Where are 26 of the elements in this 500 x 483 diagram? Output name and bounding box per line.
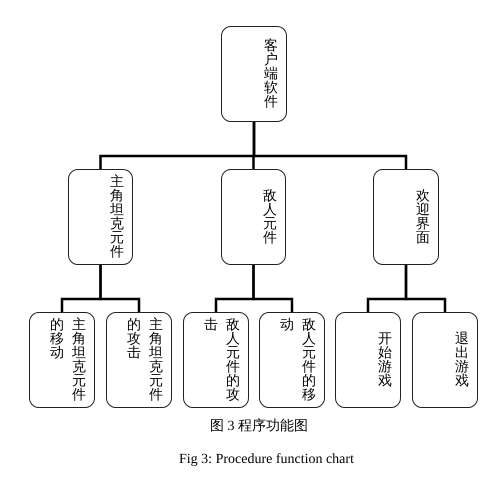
process-box — [412, 312, 478, 408]
node-label: 主角坦克元件的攻击 — [126, 318, 164, 402]
node-label: 敌人元件 — [262, 189, 278, 245]
process-box — [221, 26, 287, 122]
node-label: 敌人元件的移动 — [279, 318, 317, 402]
node-label: 退出游戏 — [454, 332, 470, 388]
node-label: 欢迎界面 — [415, 189, 431, 245]
process-box — [183, 312, 249, 408]
process-box — [221, 169, 286, 265]
process-box — [29, 312, 95, 408]
node-label: 敌人元件的攻击 — [203, 318, 241, 402]
process-box — [259, 312, 325, 408]
figure-caption: 图 3 程序功能图 — [210, 418, 308, 436]
connector-line — [252, 122, 408, 169]
connector-line — [99, 265, 140, 312]
node-label: 开始游戏 — [377, 332, 393, 388]
node-label: 主角坦克元件 — [109, 175, 125, 259]
process-box — [68, 169, 133, 265]
connector-line — [252, 265, 294, 312]
process-box — [373, 169, 439, 265]
node-label: 客户端软件 — [263, 39, 279, 109]
process-box — [106, 312, 172, 408]
node-label: 主角坦克元件的移动 — [49, 318, 87, 402]
process-box — [335, 312, 401, 408]
connector-line — [404, 265, 446, 312]
figure-caption: Fig 3: Procedure function chart — [179, 451, 354, 469]
